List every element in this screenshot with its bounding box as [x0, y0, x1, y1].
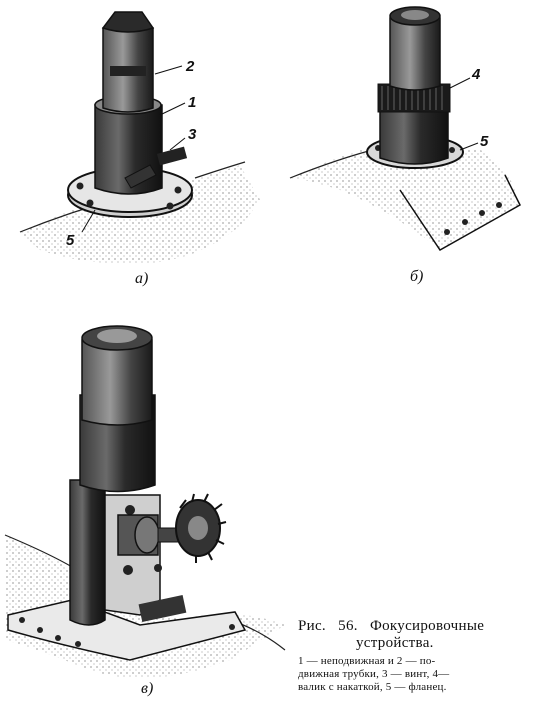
- part-number-4: 4: [472, 66, 481, 83]
- legend-line-1: 1 — неподвижная и 2 — по-: [298, 655, 436, 667]
- part-number-1: 1: [188, 94, 197, 111]
- caption-number: 56.: [338, 618, 358, 634]
- caption-prefix: Рис.: [298, 618, 326, 634]
- caption-legend: 1 — неподвижная и 2 — по- движная трубки…: [298, 655, 534, 694]
- legend-line-2: движная трубки, 3 — винт, 4—: [298, 668, 450, 680]
- device-b: [289, 6, 521, 251]
- caption-title-line2: устройства.: [356, 635, 434, 651]
- device-a: [19, 11, 260, 264]
- panel-label-b: б): [410, 268, 424, 285]
- caption-title-line1: Фокусировочные: [369, 618, 485, 634]
- caption-title: Рис. 56. Фокусировочные устройства.: [298, 618, 534, 652]
- panel-label-v: в): [141, 680, 154, 697]
- part-number-5b: 5: [480, 133, 489, 150]
- part-number-5a: 5: [66, 232, 75, 249]
- device-v: [4, 325, 286, 678]
- part-number-2: 2: [186, 58, 195, 75]
- panel-label-a: а): [135, 270, 149, 287]
- part-number-3: 3: [188, 126, 197, 143]
- legend-line-3: валик с накаткой, 5 — фланец.: [298, 681, 447, 693]
- figure-caption: Рис. 56. Фокусировочные устройства. 1 — …: [298, 618, 534, 694]
